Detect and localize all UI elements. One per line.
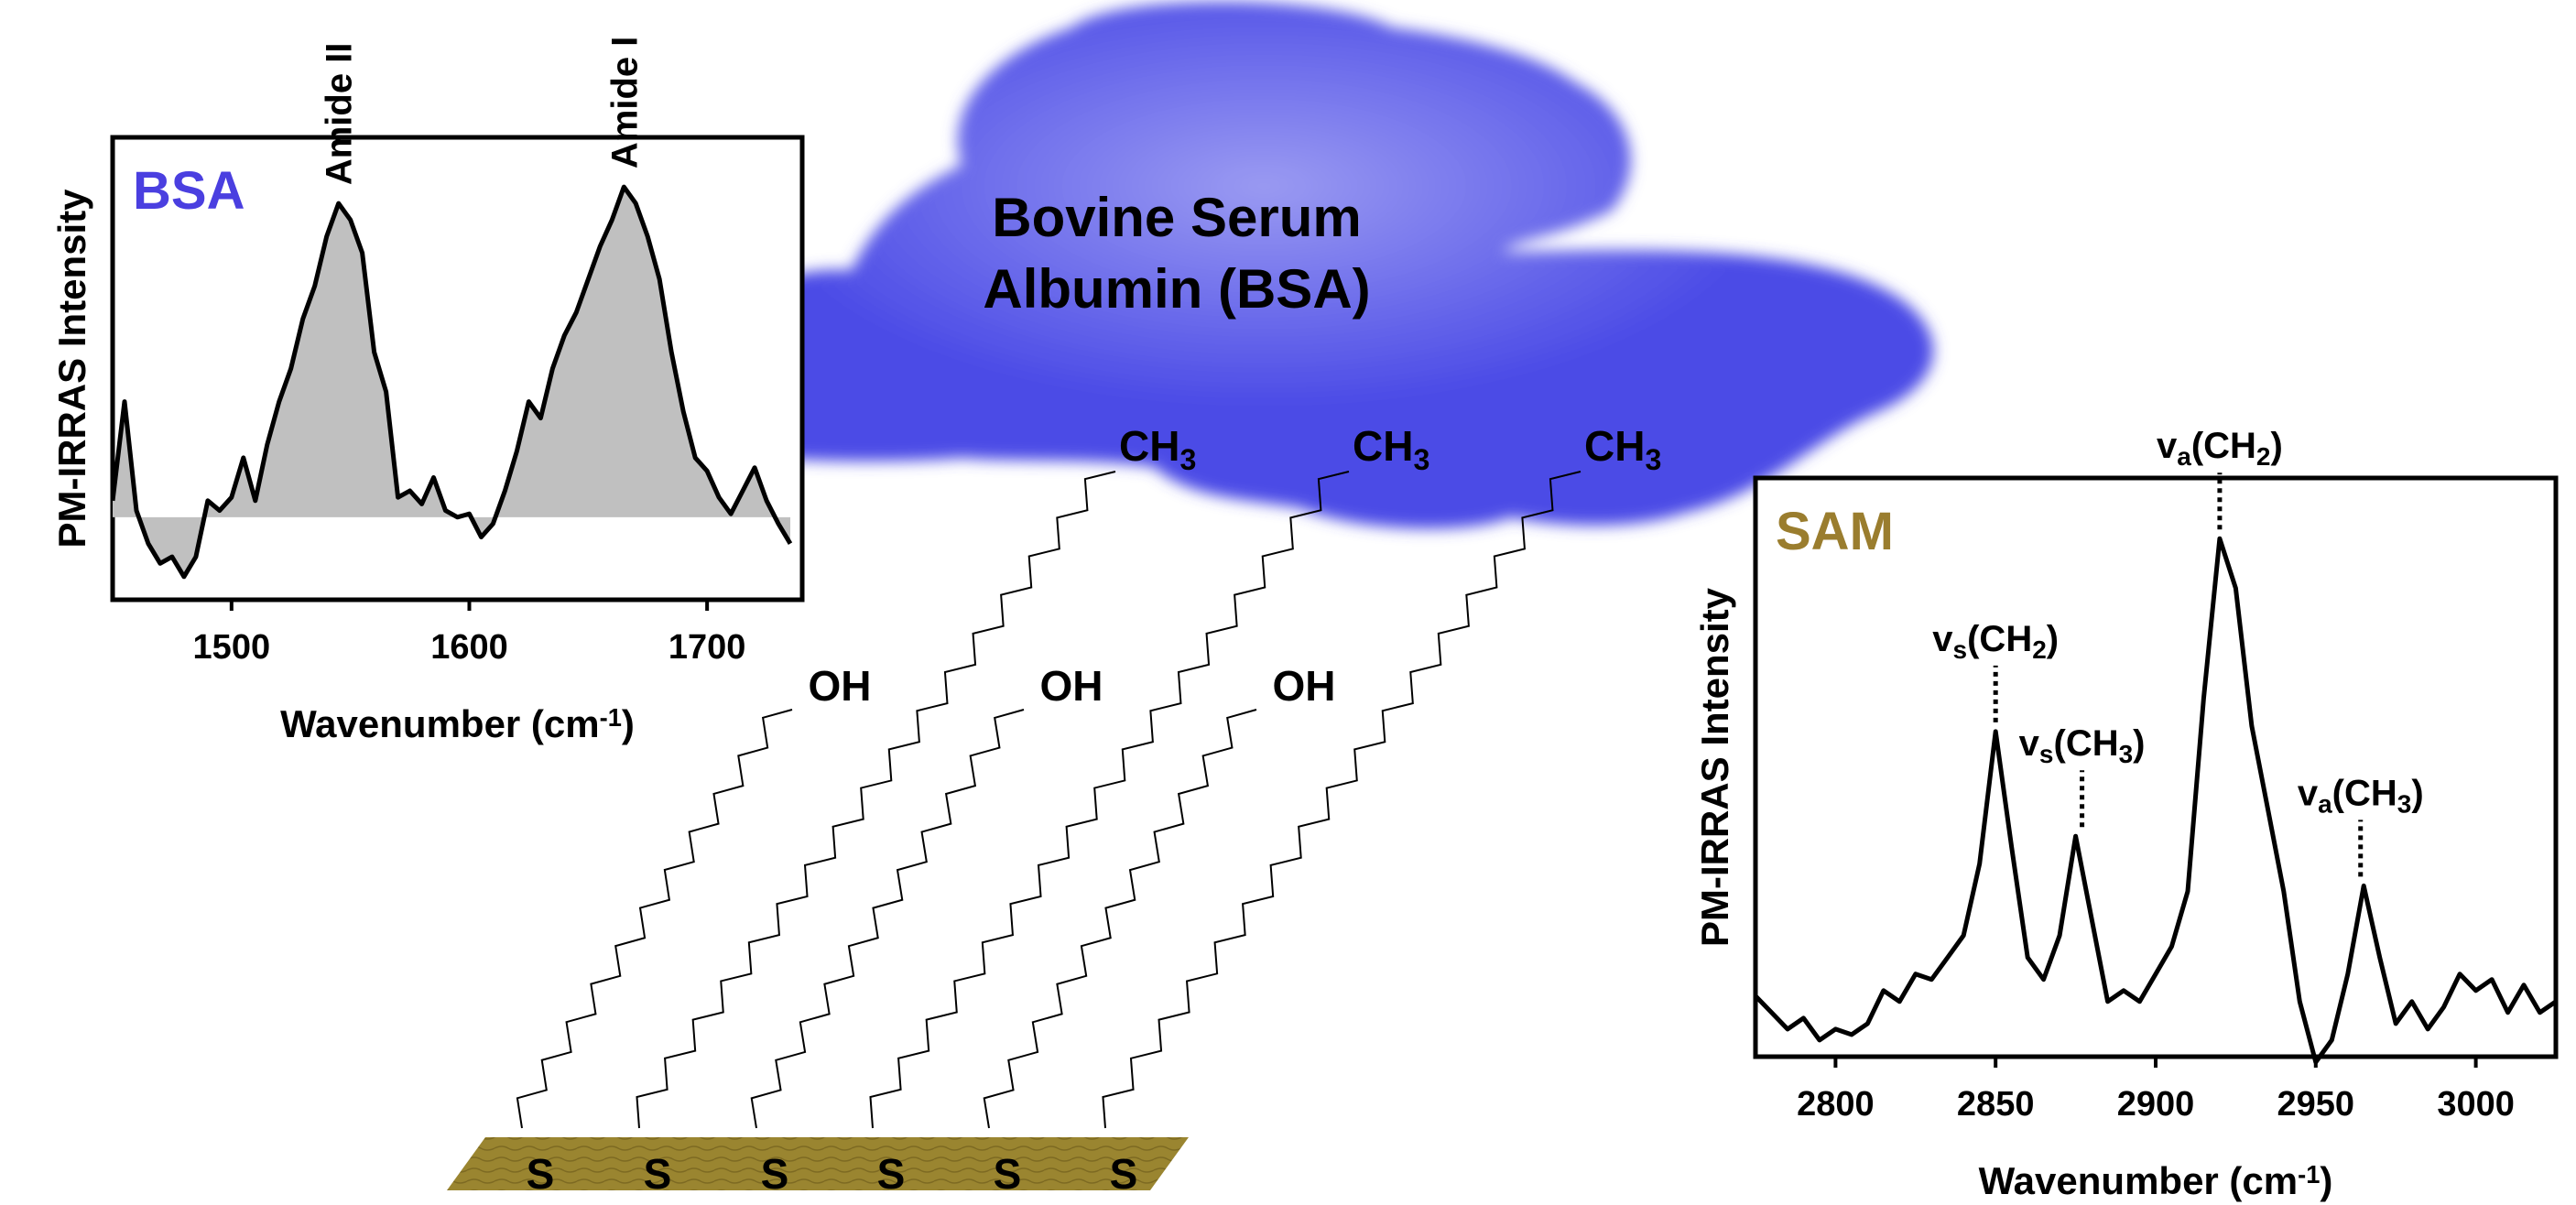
spectrum-fill: [113, 187, 791, 577]
bsa-cloud: [716, 1, 1934, 529]
panel-label: SAM: [1776, 502, 1894, 561]
x-tick-label: 2850: [1957, 1085, 2035, 1124]
oh-terminal-label: OH: [809, 662, 872, 710]
sulfur-anchor-label: S: [761, 1150, 789, 1198]
hydroxyl-terminated-chain: [750, 709, 1025, 1129]
hydroxyl-terminated-chain: [516, 709, 793, 1129]
sulfur-anchor-label: S: [1110, 1150, 1138, 1198]
spectrum-line: [1754, 536, 2558, 1065]
panel-label: BSA: [133, 161, 245, 221]
peak-annotation: Amide II: [320, 43, 360, 186]
alkanethiol-chains: OH OH OH CH3 CH3 CH3: [516, 422, 1661, 1129]
peak-annotation: va(CH2): [2157, 426, 2283, 471]
cloud-title-line2: Albumin (BSA): [983, 258, 1370, 320]
x-tick-label: 2950: [2277, 1085, 2355, 1124]
x-tick-label: 3000: [2437, 1085, 2515, 1124]
oh-terminal-label: OH: [1273, 662, 1336, 710]
x-tick-label: 2900: [2117, 1085, 2195, 1124]
sulfur-anchor-label: S: [644, 1150, 672, 1198]
peak-annotation: va(CH3): [2298, 773, 2424, 818]
methyl-terminated-chain: [1102, 471, 1581, 1129]
methyl-terminated-chain: [636, 471, 1116, 1129]
sulfur-anchor-label: S: [877, 1150, 906, 1198]
ch3-terminal-label: CH3: [1353, 422, 1429, 476]
x-tick-label: 1500: [193, 628, 271, 667]
gold-substrate: [447, 1137, 1189, 1190]
spectrum-line: [110, 184, 793, 580]
x-tick-label: 2800: [1797, 1085, 1875, 1124]
plot-frame: [1753, 475, 2559, 1059]
sulfur-anchor-label: S: [527, 1150, 555, 1198]
y-axis-title: PM-IRRAS Intensity: [50, 189, 93, 548]
y-axis-title: PM-IRRAS Intensity: [1693, 587, 1736, 947]
peak-annotation: vs(CH2): [1932, 619, 2059, 664]
methyl-terminated-chain: [869, 471, 1350, 1129]
ch3-terminal-label: CH3: [1119, 422, 1196, 476]
plot-frame: [110, 135, 805, 602]
x-axis-title: Wavenumber (cm-1): [280, 702, 635, 745]
oh-terminal-label: OH: [1040, 662, 1103, 710]
peak-annotation: vs(CH3): [2019, 723, 2146, 768]
cloud-title-line1: Bovine Serum: [992, 187, 1361, 248]
x-axis-title: Wavenumber (cm-1): [1979, 1159, 2333, 1202]
x-tick-label: 1600: [430, 628, 508, 667]
peak-annotation: Amide I: [604, 37, 645, 168]
x-tick-label: 1700: [668, 628, 746, 667]
sulfur-anchor-label: S: [994, 1150, 1022, 1198]
hydroxyl-terminated-chain: [983, 709, 1257, 1129]
ch3-terminal-label: CH3: [1584, 422, 1661, 476]
